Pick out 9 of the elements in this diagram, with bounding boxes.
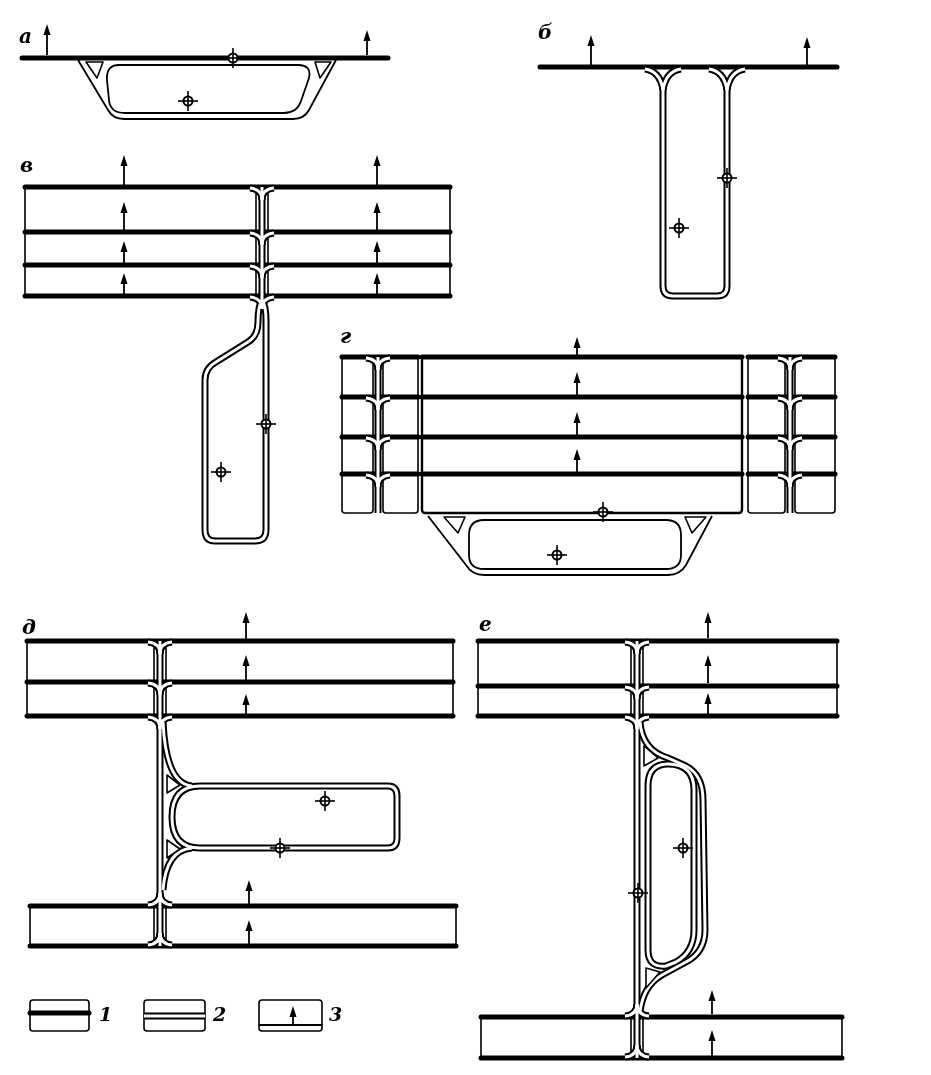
legend-number: 3 bbox=[329, 1005, 343, 1024]
panel-letter: в bbox=[20, 155, 34, 175]
panel-letter: г bbox=[340, 326, 352, 346]
legend-number: 2 bbox=[213, 1005, 227, 1024]
panel-letter: д bbox=[22, 617, 36, 637]
panel-letter: б bbox=[538, 22, 553, 42]
legend-number: 1 bbox=[99, 1005, 113, 1024]
panel-letter: а bbox=[19, 26, 32, 46]
panel-letter: е bbox=[479, 614, 492, 634]
